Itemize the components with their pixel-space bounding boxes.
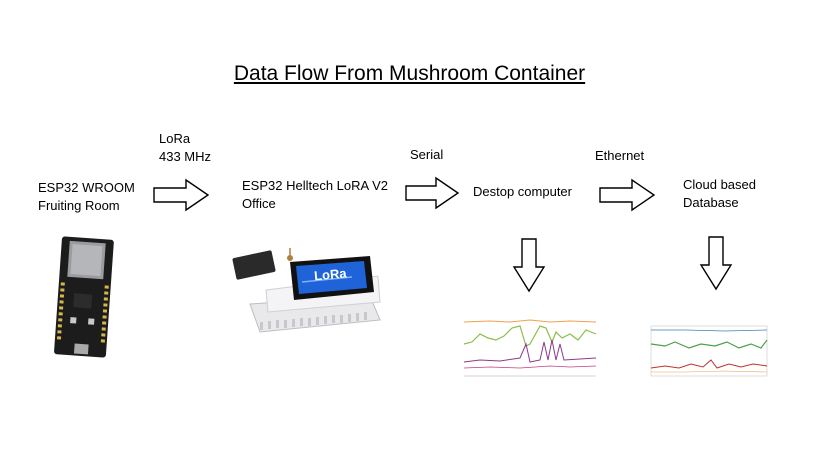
desktop-down-arrow bbox=[512, 238, 546, 293]
heltec-line1: ESP32 Helltech LoRA V2 bbox=[242, 178, 388, 193]
desktop-plot-image bbox=[460, 314, 598, 380]
lora-link-label: LoRa 433 MHz bbox=[159, 130, 211, 166]
lora-arrow bbox=[153, 178, 210, 212]
heltec-lora-board-image: LoRa bbox=[232, 248, 381, 333]
lora-label-line1: LoRa bbox=[159, 131, 191, 146]
oled-screen-text: LoRa bbox=[313, 266, 347, 284]
cloud-line2: Database bbox=[683, 195, 739, 210]
heltec-label: ESP32 Helltech LoRA V2 Office bbox=[242, 177, 388, 213]
serial-arrow bbox=[405, 176, 460, 210]
ethernet-link-label: Ethernet bbox=[595, 148, 645, 163]
esp32-wroom-label: ESP32 WROOM Fruiting Room bbox=[38, 179, 135, 215]
esp32-wroom-line1: ESP32 WROOM bbox=[38, 180, 135, 195]
esp32-wroom-line2: Fruiting Room bbox=[38, 198, 120, 213]
heltec-line2: Office bbox=[242, 196, 276, 211]
esp32-wroom-board-image bbox=[54, 236, 114, 358]
cloud-down-arrow bbox=[699, 236, 733, 291]
cloud-plot-image bbox=[645, 322, 771, 380]
lora-label-line2: 433 MHz bbox=[159, 149, 212, 164]
desktop-label: Destop computer bbox=[473, 184, 572, 199]
cloud-label: Cloud based Database bbox=[683, 176, 756, 212]
ethernet-arrow bbox=[599, 178, 656, 212]
diagram-title: Data Flow From Mushroom Container bbox=[233, 62, 586, 85]
serial-link-label: Serial bbox=[410, 147, 444, 162]
cloud-line1: Cloud based bbox=[683, 177, 756, 192]
